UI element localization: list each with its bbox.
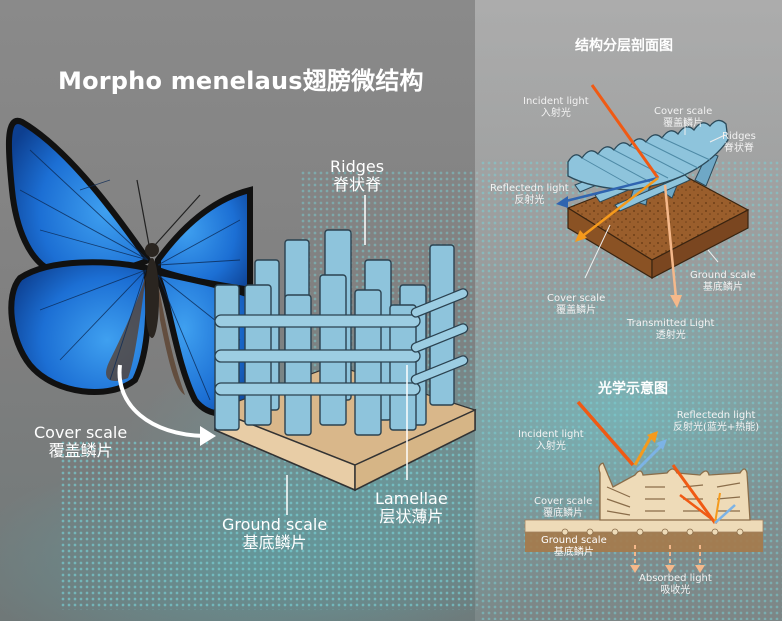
cross-section-title: 结构分层剖面图 [575,38,673,54]
antenna [136,179,150,246]
transmitted-ray [663,184,678,299]
label-cover-scale-en: Cover scale [34,423,128,442]
opt-label-cover: Cover scale 覆底鳞片 [534,496,592,519]
cs-label-ground: Ground scale 基底鳞片 [690,270,756,293]
antenna [154,194,201,246]
optics-diagram [524,400,764,573]
opt-label-reflected: Reflectedn light 反射光(蓝光+热能) [673,410,759,433]
butterfly-body [145,258,159,338]
opt-reflected-cn: 反射光(蓝光+热能) [673,421,760,433]
label-ridges-en: Ridges [330,157,385,176]
cross-section-diagram [556,84,750,308]
label-ground-scale-cn: 基底鳞片 [242,533,307,553]
wing-left-fore [5,117,153,275]
incident-ray [576,400,635,467]
opt-cover-cn: 覆底鳞片 [543,507,584,519]
opt-label-incident: Incident light 入射光 [518,429,584,452]
label-lamellae-cn: 层状薄片 [379,507,444,527]
cs-transmitted-cn: 透射光 [655,329,686,341]
opt-cover-en: Cover scale [534,496,593,507]
opt-label-absorbed: Absorbed light 吸收光 [639,573,712,596]
cs-label-ridges: Ridges 脊状脊 [722,131,756,154]
opt-absorbed-cn: 吸收光 [660,584,691,596]
cs-incident-en: Incident light [523,96,589,107]
curved-arrow [117,364,216,446]
cs-incident-cn: 入射光 [540,107,571,119]
label-cover-scale: Cover scale 覆盖鳞片 [34,423,128,461]
cover-scale-comb [598,462,751,521]
cs-ground-en: Ground scale [690,270,756,281]
cs-ground-cn: 基底鳞片 [702,281,743,293]
reflected-ray [561,176,659,204]
cs-reflected-en: Reflectedn light [490,183,569,194]
cs-ridges-cn: 脊状脊 [723,142,754,154]
opt-absorbed-en: Absorbed light [639,573,712,584]
cs-label-transmitted: Transmitted Light 透射光 [627,318,714,341]
reflected-ray-orange [633,434,654,466]
cs-cover-top-cn: 覆盖鳞片 [663,117,704,129]
ridge-structure-3d [213,195,477,515]
cs-label-incident: Incident light 入射光 [523,96,589,119]
cs-cover-bottom-en: Cover scale [547,293,606,304]
label-ground-scale: Ground scale 基底鳞片 [222,515,328,553]
cs-cover-bottom-cn: 覆盖鳞片 [556,304,597,316]
cs-transmitted-en: Transmitted Light [627,318,715,329]
opt-label-ground: Ground scale 基底鳞片 [541,535,607,558]
reflected-ray-blue [635,443,664,472]
cs-reflected-cn: 反射光 [514,194,545,206]
label-lamellae-en: Lamellae [375,489,448,508]
label-ridges-cn: 脊状脊 [333,175,382,195]
page-title: Morpho menelaus翅膀微结构 [58,67,424,95]
label-ground-scale-en: Ground scale [222,515,328,534]
opt-ground-cn: 基底鳞片 [553,546,594,558]
opt-incident-cn: 入射光 [535,440,566,452]
opt-reflected-en: Reflectedn light [676,410,756,421]
opt-incident-en: Incident light [518,429,584,440]
ground-scale-layer [525,530,763,552]
cs-label-reflected: Reflectedn light 反射光 [490,183,569,206]
cs-ridges-en: Ridges [722,131,756,142]
cs-label-cover-top: Cover scale 覆盖鳞片 [654,106,712,129]
label-cover-scale-cn: 覆盖鳞片 [48,441,113,461]
label-ridges: Ridges 脊状脊 [330,157,385,195]
label-lamellae: Lamellae 层状薄片 [375,489,448,527]
cs-cover-top-en: Cover scale [654,106,713,117]
incident-ray [590,84,660,179]
optics-title: 光学示意图 [598,381,668,397]
opt-ground-en: Ground scale [541,535,607,546]
cs-label-cover-bottom: Cover scale 覆盖鳞片 [547,293,605,316]
